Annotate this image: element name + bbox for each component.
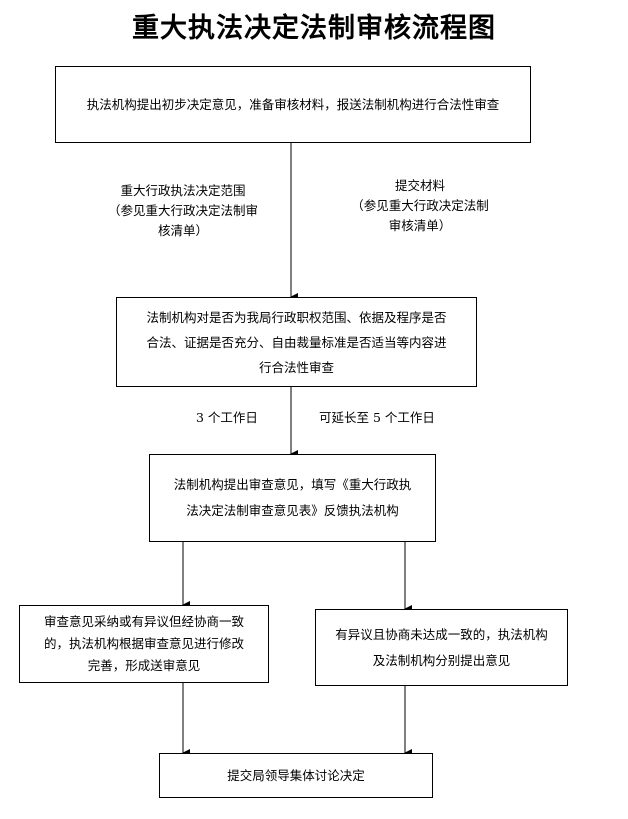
step-text-line: 法制机构提出审查意见，填写《重大行政执 — [173, 477, 412, 492]
step-text-line: 法决定法制审查意见表》反馈执法机构 — [186, 503, 399, 518]
edge-label-line: （参见重大行政决定法制审 — [107, 203, 258, 218]
step-text-line: 有异议且协商未达成一致的，执法机构 — [335, 626, 548, 642]
step-opinion-adopted: 审查意见采纳或有异议但经协商一致 的，执法机构根据审查意见进行修改 完善，形成送… — [19, 605, 269, 683]
step-text-line: 及法制机构分别提出意见 — [372, 652, 511, 668]
step-text-line: 完善，形成送审意见 — [87, 658, 201, 673]
edge-label-line: 核清单） — [157, 223, 208, 238]
page-title: 重大执法决定法制审核流程图 — [132, 13, 496, 44]
edge-label-3-days: 3 个工作日 — [196, 410, 258, 425]
step-text-line: 的，执法机构根据审查意见进行修改 — [43, 636, 244, 651]
edge-label-line: 提交材料 — [394, 178, 445, 193]
step-review-opinion: 法制机构提出审查意见，填写《重大行政执 法决定法制审查意见表》反馈执法机构 — [149, 454, 436, 542]
step-text-line: 法制机构对是否为我局行政职权范围、依据及程序是否 — [146, 309, 447, 325]
edge-label-line: （参见重大行政决定法制 — [351, 198, 489, 213]
step-text: 执法机构提出初步决定意见，准备审核材料，报送法制机构进行合法性审查 — [86, 96, 500, 112]
step-legality-review: 法制机构对是否为我局行政职权范围、依据及程序是否 合法、证据是否充分、自由裁量标… — [116, 297, 477, 387]
edge-label-materials: 提交材料 （参见重大行政决定法制 审核清单） — [330, 176, 510, 236]
step-text-line: 审查意见采纳或有异议但经协商一致 — [43, 614, 244, 629]
step-leadership-decision: 提交局领导集体讨论决定 — [159, 753, 433, 798]
edge-label-extend-5-days: 可延长至 5 个工作日 — [319, 410, 435, 425]
step-submit-for-review: 执法机构提出初步决定意见，准备审核材料，报送法制机构进行合法性审查 — [55, 66, 531, 143]
step-text: 提交局领导集体讨论决定 — [227, 767, 365, 783]
step-text-line: 合法、证据是否充分、自由裁量标准是否适当等内容进 — [146, 334, 447, 350]
edge-label-line: 审核清单） — [388, 218, 452, 233]
edge-label-line: 重大行政执法决定范围 — [120, 183, 246, 198]
edge-label-scope: 重大行政执法决定范围 （参见重大行政决定法制审 核清单） — [88, 181, 278, 241]
step-text-line: 行合法性审查 — [258, 359, 334, 375]
step-disagreement: 有异议且协商未达成一致的，执法机构 及法制机构分别提出意见 — [315, 609, 568, 686]
